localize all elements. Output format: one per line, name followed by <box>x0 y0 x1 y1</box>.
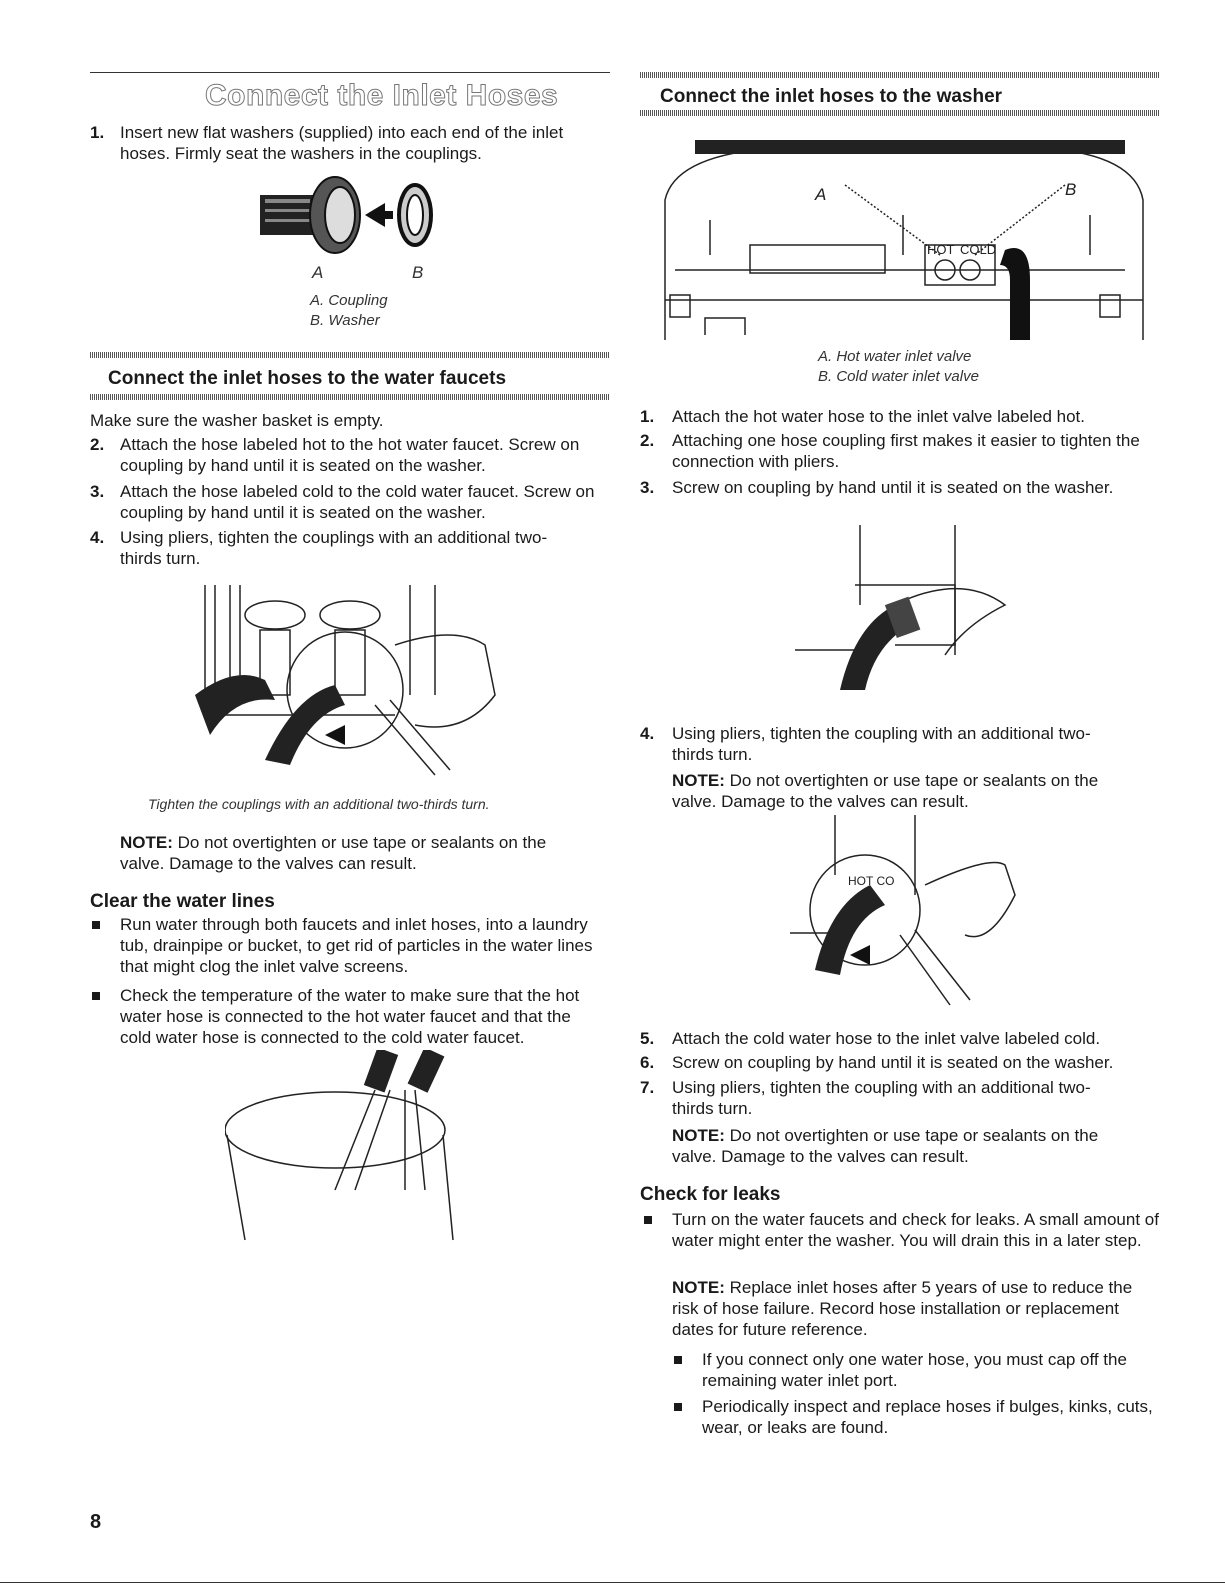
list-item: Turn on the water faucets and check for … <box>672 1210 1159 1250</box>
list-item: If you connect only one water hose, you … <box>702 1350 1127 1390</box>
cold-label: COLD <box>960 242 996 257</box>
bullet-icon <box>674 1356 682 1364</box>
clear-lines-heading: Clear the water lines <box>90 891 275 912</box>
hot-label: HOT <box>927 242 955 257</box>
fig2-caption: Tighten the couplings with an additional… <box>148 796 490 812</box>
note-3: NOTE: Do not overtighten or use tape or … <box>672 1125 1142 1167</box>
list-item: Run water through both faucets and inlet… <box>120 915 593 976</box>
step-number: 3. <box>90 482 105 501</box>
step-number: 5. <box>640 1029 655 1048</box>
step-number: 1. <box>90 123 105 142</box>
note-2: NOTE: Do not overtighten or use tape or … <box>672 770 1142 812</box>
page-number: 8 <box>90 1511 102 1533</box>
step-number: 4. <box>640 724 655 743</box>
note-label: NOTE: <box>672 1126 725 1145</box>
fig-label-b: B <box>1065 180 1076 199</box>
washer-heading: Connect the inlet hoses to the washer <box>660 86 1003 107</box>
fig-label-a: A <box>814 185 826 204</box>
page-title: Connect the Inlet Hoses <box>204 79 559 112</box>
fig-caption-b: B. Cold water inlet valve <box>818 368 979 385</box>
step-number: 7. <box>640 1078 655 1097</box>
fig1-label-b: B <box>412 263 424 282</box>
step-text: Attaching one hose coupling first makes … <box>672 431 1140 471</box>
step-text: Using pliers, tighten the coupling with … <box>672 1078 1091 1118</box>
faucets-intro: Make sure the washer basket is empty. <box>90 411 384 430</box>
step-text: Attach the hot water hose to the inlet v… <box>672 407 1085 426</box>
note-text: Do not overtighten or use tape or sealan… <box>120 833 547 873</box>
section-rule <box>640 110 1160 116</box>
note-4: NOTE: Replace inlet hoses after 5 years … <box>672 1277 1162 1340</box>
step-number: 4. <box>90 528 105 547</box>
step-text: Insert new flat washers (supplied) into … <box>120 123 564 163</box>
hand-coupling-illustration <box>795 525 1007 690</box>
fig1-label-a: A <box>312 263 324 282</box>
step-text: Attach the hose labeled cold to the cold… <box>120 482 595 522</box>
faucets-pliers-illustration <box>195 585 496 776</box>
bucket-hoses-illustration <box>225 1050 454 1241</box>
check-leaks-heading: Check for leaks <box>640 1184 781 1205</box>
section-rule <box>90 394 610 400</box>
pliers-coupling-illustration: HOT CO <box>790 815 1016 1006</box>
note-label: NOTE: <box>120 833 173 852</box>
step-text: Using pliers, tighten the couplings with… <box>120 528 548 568</box>
step-text: Attach the hose labeled hot to the hot w… <box>120 435 580 475</box>
section-rule <box>640 72 1160 78</box>
step-number: 3. <box>640 478 655 497</box>
faucets-heading: Connect the inlet hoses to the water fau… <box>108 368 507 389</box>
step-text: Using pliers, tighten the coupling with … <box>672 724 1091 764</box>
coupling-washer-illustration <box>260 176 433 254</box>
fig1-caption-a: A. Coupling <box>310 292 388 309</box>
washer-inlet-illustration: A B HOT COLD <box>664 140 1144 340</box>
bullet-icon <box>92 992 100 1000</box>
note-text: Do not overtighten or use tape or sealan… <box>672 1126 1099 1166</box>
top-rule-left <box>90 72 610 73</box>
note-text: Replace inlet hoses after 5 years of use… <box>672 1278 1133 1339</box>
list-item: Periodically inspect and replace hoses i… <box>702 1397 1153 1437</box>
step-text: Screw on coupling by hand until it is se… <box>672 1053 1114 1072</box>
note-label: NOTE: <box>672 1278 725 1297</box>
step-number: 2. <box>640 431 655 450</box>
hot-co-label: HOT CO <box>848 874 894 888</box>
note-label: NOTE: <box>672 771 725 790</box>
step-number: 6. <box>640 1053 655 1072</box>
bullet-icon <box>644 1216 652 1224</box>
step-number: 2. <box>90 435 105 454</box>
bullet-icon <box>674 1403 682 1411</box>
note-1: NOTE: Do not overtighten or use tape or … <box>120 832 580 874</box>
note-text: Do not overtighten or use tape or sealan… <box>672 771 1099 811</box>
step-text: Screw on coupling by hand until it is se… <box>672 478 1114 497</box>
step-text: Attach the cold water hose to the inlet … <box>672 1029 1101 1048</box>
bottom-rule <box>0 1582 1225 1583</box>
section-rule <box>90 352 610 358</box>
fig1-caption-b: B. Washer <box>310 312 380 329</box>
list-item: Check the temperature of the water to ma… <box>120 986 580 1047</box>
fig-caption-a: A. Hot water inlet valve <box>818 348 972 365</box>
bullet-icon <box>92 921 100 929</box>
step-number: 1. <box>640 407 655 426</box>
